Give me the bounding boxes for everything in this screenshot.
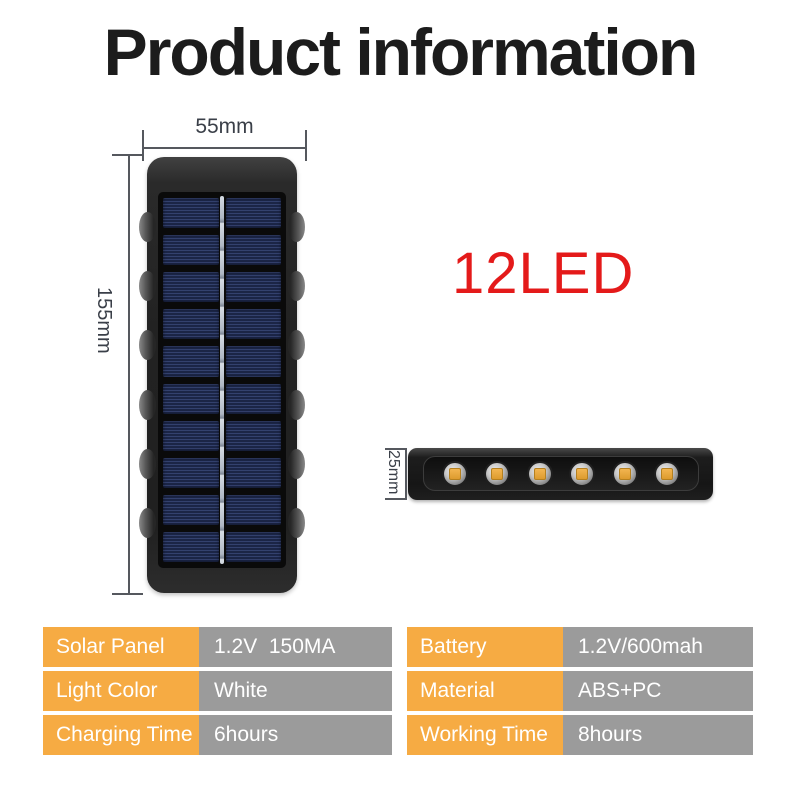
led-chip <box>576 467 589 480</box>
height-dimension-tick-bottom <box>112 593 143 595</box>
solar-cell <box>163 198 219 229</box>
spec-label: Working Time <box>407 715 563 755</box>
solar-cell <box>163 309 219 340</box>
width-dimension-tick-right <box>305 130 307 161</box>
side-led-bump-right <box>288 508 305 538</box>
spec-value: 6hours <box>199 715 392 755</box>
solar-cell <box>225 457 281 488</box>
width-dimension-tick-left <box>142 130 144 161</box>
spec-value: 8hours <box>563 715 753 755</box>
bar-height-dimension-label: 25mm <box>385 450 402 495</box>
led-chip <box>660 467 673 480</box>
led-chip <box>491 467 504 480</box>
led-chip <box>618 467 631 480</box>
table-row: Battery 1.2V/600mah <box>407 627 753 667</box>
led-lens <box>569 460 596 487</box>
bar-height-dimension-tick-bottom <box>385 498 407 500</box>
led-bar-recess <box>423 456 699 491</box>
led-bar <box>408 448 713 500</box>
height-dimension-label: 155mm <box>93 287 115 354</box>
solar-cell <box>225 235 281 266</box>
table-row: Material ABS+PC <box>407 671 753 711</box>
table-row: Light Color White <box>43 671 392 711</box>
width-dimension-line <box>142 147 307 149</box>
solar-cell <box>163 531 219 562</box>
solar-cell <box>225 383 281 414</box>
table-row: Working Time 8hours <box>407 715 753 755</box>
spec-label: Charging Time <box>43 715 199 755</box>
solar-cell <box>163 272 219 303</box>
bar-height-dimension-tick-top <box>385 448 407 450</box>
solar-panel-frame <box>158 192 286 568</box>
solar-cell <box>163 494 219 525</box>
solar-cell <box>163 346 219 377</box>
side-led-bump-right <box>288 448 305 479</box>
solar-cell <box>225 494 281 525</box>
solar-cell <box>163 457 219 488</box>
solar-cell <box>163 383 219 414</box>
spec-value: 1.2V/600mah <box>563 627 753 667</box>
led-chip <box>533 467 546 480</box>
bar-height-dimension-line <box>405 448 407 500</box>
solar-cell <box>163 235 219 266</box>
spec-label: Light Color <box>43 671 199 711</box>
led-lens <box>653 460 680 487</box>
spec-value: 1.2V 150MA <box>199 627 392 667</box>
side-led-bump-left <box>139 448 156 479</box>
solar-cell <box>163 420 219 451</box>
solar-cell <box>225 420 281 451</box>
solar-cell <box>225 198 281 229</box>
solar-cell <box>225 346 281 377</box>
height-dimension-line <box>128 154 130 595</box>
side-led-bump-right <box>288 271 305 302</box>
solar-cell <box>225 272 281 303</box>
spec-label: Solar Panel <box>43 627 199 667</box>
side-led-bump-left <box>139 212 156 242</box>
side-led-bump-left <box>139 389 156 420</box>
solar-cell-grid <box>163 198 281 562</box>
led-lens <box>484 460 511 487</box>
side-led-bump-left <box>139 271 156 302</box>
table-row: Charging Time 6hours <box>43 715 392 755</box>
height-dimension-tick-top <box>112 154 143 156</box>
side-led-bump-right <box>288 212 305 242</box>
spec-value: ABS+PC <box>563 671 753 711</box>
led-lens <box>526 460 553 487</box>
spec-table-left: Solar Panel 1.2V 150MA Light Color White… <box>43 627 392 755</box>
side-led-bump-left <box>139 330 156 361</box>
width-dimension-label: 55mm <box>195 115 254 138</box>
solar-panel-busbar <box>220 196 224 564</box>
spec-value: White <box>199 671 392 711</box>
side-led-bump-right <box>288 330 305 361</box>
spec-table-right: Battery 1.2V/600mah Material ABS+PC Work… <box>407 627 753 755</box>
led-lens <box>442 460 468 487</box>
side-led-bump-left <box>139 508 156 538</box>
side-led-bump-right <box>288 389 305 420</box>
spec-label: Battery <box>407 627 563 667</box>
led-lens <box>611 460 638 487</box>
solar-cell <box>225 531 281 562</box>
spec-label: Material <box>407 671 563 711</box>
solar-cell <box>225 309 281 340</box>
led-chip <box>449 467 461 480</box>
led-count-label: 12LED <box>452 241 635 306</box>
table-row: Solar Panel 1.2V 150MA <box>43 627 392 667</box>
page-title: Product information <box>103 15 699 89</box>
device-body <box>139 157 305 593</box>
